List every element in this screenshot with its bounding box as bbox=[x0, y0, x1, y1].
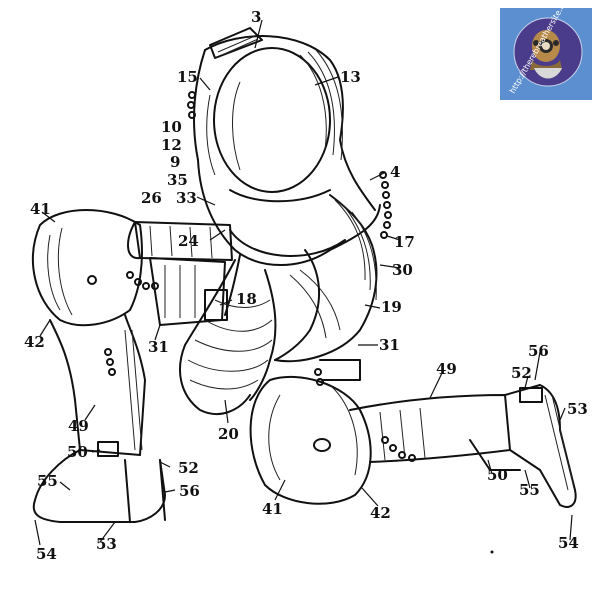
speck-dot bbox=[490, 550, 494, 554]
label-9: 9 bbox=[170, 153, 180, 171]
label-53-left: 53 bbox=[96, 535, 117, 553]
right-arm bbox=[179, 249, 321, 415]
label-54-left: 54 bbox=[36, 545, 57, 563]
left-leg-upper bbox=[32, 209, 159, 327]
label-10: 10 bbox=[161, 118, 182, 136]
label-20: 20 bbox=[218, 425, 239, 443]
helmet bbox=[193, 27, 376, 211]
label-30: 30 bbox=[392, 261, 413, 279]
label-41-upper: 41 bbox=[30, 200, 51, 218]
label-41-lower: 41 bbox=[262, 500, 283, 518]
right-leg-upper bbox=[249, 359, 372, 505]
label-4: 4 bbox=[390, 163, 400, 181]
left-leg-lower bbox=[32, 314, 166, 523]
label-53-right: 53 bbox=[567, 400, 588, 418]
right-leg-lower bbox=[349, 384, 577, 508]
left-arm bbox=[127, 221, 233, 326]
label-50-right: 50 bbox=[487, 466, 508, 484]
label-26: 26 bbox=[141, 189, 162, 207]
belt-chain bbox=[187, 91, 392, 239]
label-35: 35 bbox=[167, 171, 188, 189]
label-54-right: 54 bbox=[558, 534, 579, 552]
label-15: 15 bbox=[177, 68, 198, 86]
label-19: 19 bbox=[381, 298, 402, 316]
label-49-right: 49 bbox=[436, 360, 457, 378]
label-49-left: 49 bbox=[68, 417, 89, 435]
label-33: 33 bbox=[176, 189, 197, 207]
label-31-left: 31 bbox=[148, 338, 169, 356]
label-50-left: 50 bbox=[67, 443, 88, 461]
label-13: 13 bbox=[340, 68, 361, 86]
label-56-right: 56 bbox=[528, 342, 549, 360]
label-42-lower: 42 bbox=[370, 504, 391, 522]
label-42-upper: 42 bbox=[24, 333, 45, 351]
label-56-left: 56 bbox=[179, 482, 200, 500]
torso bbox=[197, 159, 381, 363]
label-3: 3 bbox=[251, 8, 261, 26]
label-55-right: 55 bbox=[519, 481, 540, 499]
leader-lines bbox=[34, 19, 573, 546]
label-18: 18 bbox=[236, 290, 257, 308]
label-31-right: 31 bbox=[379, 336, 400, 354]
label-24: 24 bbox=[178, 232, 199, 250]
label-12: 12 bbox=[161, 136, 182, 154]
label-55-left: 55 bbox=[37, 472, 58, 490]
label-17: 17 bbox=[394, 233, 415, 251]
label-52-right: 52 bbox=[511, 364, 532, 382]
diver-helmet-logo-icon: http://therebreathersite.nl bbox=[500, 0, 592, 100]
reference-numerals: 3 13 15 10 12 9 4 35 26 33 41 24 17 30 1… bbox=[24, 8, 588, 563]
site-logo: http://therebreathersite.nl bbox=[500, 0, 592, 100]
label-52-left: 52 bbox=[178, 459, 199, 477]
